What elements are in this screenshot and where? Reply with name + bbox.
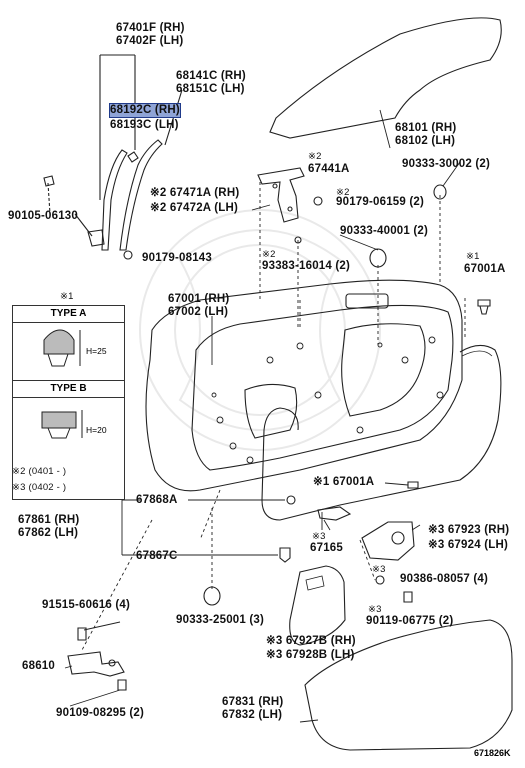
- type-b-clip-icon: [41, 410, 83, 439]
- leader: [47, 182, 51, 215]
- cable-67165: [317, 506, 352, 521]
- door-cutout-2: [244, 383, 298, 439]
- door-cutout: [341, 323, 426, 417]
- note-2: ※2 (0401 - ): [12, 466, 67, 477]
- label-68192[interactable]: 68192C (RH): [109, 103, 181, 118]
- weatherstrip: [261, 344, 502, 521]
- clip-67001A-mid: [407, 481, 419, 489]
- clip: [127, 151, 139, 163]
- label-93383: 93383-16014 (2): [262, 260, 351, 272]
- mark-67001A-top: ※1: [466, 251, 480, 262]
- bolt-90119: [403, 591, 413, 603]
- leader: [164, 89, 183, 146]
- label-90333-30002: 90333-30002 (2): [402, 158, 491, 170]
- label-90333-40001: 90333-40001 (2): [340, 225, 429, 237]
- label-67867C: 67867C: [136, 550, 178, 562]
- label-91515: 91515-60616 (4): [42, 599, 131, 611]
- door-shell: [145, 279, 463, 492]
- note-3: ※3 (0402 - ): [12, 482, 67, 493]
- clip-67868A: [286, 495, 296, 505]
- front-channel: [101, 149, 128, 251]
- door-holes: [211, 336, 444, 464]
- door-check-68610: [67, 651, 125, 677]
- label-67831-67832: 67831 (RH) 67832 (LH): [222, 696, 284, 721]
- legend-mark: ※1: [60, 291, 74, 302]
- pad-67927: [289, 565, 346, 646]
- label-67441: 67441A: [308, 163, 350, 175]
- label-67001A-top: 67001A: [464, 263, 506, 275]
- handle-recess: [345, 293, 389, 309]
- bolt-90109: [117, 679, 127, 691]
- leader-lines: [64, 109, 461, 723]
- legend-type-b: TYPE B: [12, 380, 125, 398]
- door-inner: [191, 304, 454, 471]
- label-90109: 90109-08295 (2): [56, 707, 145, 719]
- type-a-height: H=25: [86, 346, 107, 356]
- bolt-90179: [123, 250, 133, 260]
- door-glass: [269, 17, 502, 139]
- label-90333-25001: 90333-25001 (3): [176, 614, 265, 626]
- label-90179-08143: 90179-08143: [142, 252, 212, 264]
- label-67001-67002: 67001 (RH) 67002 (LH): [168, 293, 230, 318]
- type-a-clip-icon: [43, 329, 81, 367]
- watermark-emblem: [139, 209, 381, 451]
- mark-67441: ※2: [308, 151, 322, 162]
- label-67165: 67165: [310, 542, 343, 554]
- legend-type-a: TYPE A: [12, 305, 125, 323]
- label-67927B: ※3 67927B (RH): [266, 635, 356, 647]
- label-68193: 68193C (LH): [110, 119, 179, 131]
- label-90119: 90119-06775 (2): [366, 615, 454, 627]
- bracket-67441: [257, 167, 305, 223]
- type-b-height: H=20: [86, 425, 107, 435]
- rear-channel: [119, 139, 163, 251]
- label-67924: ※3 67924 (LH): [428, 539, 508, 551]
- clip-67001A: [477, 299, 491, 315]
- dashed-leaders: [81, 182, 466, 651]
- leader: [74, 213, 93, 237]
- bolt-90105: [43, 175, 55, 187]
- label-67868A: 67868A: [136, 494, 178, 506]
- label-67401-67402: 67401F (RH) 67402F (LH): [116, 22, 185, 47]
- clip-67867C: [279, 547, 291, 563]
- label-90179-06159: 90179-06159 (2): [336, 196, 425, 208]
- label-68101-68102: 68101 (RH) 68102 (LH): [395, 122, 457, 147]
- mark-90119: ※3: [368, 604, 382, 615]
- plug-25001: [203, 586, 221, 606]
- bolt-90386: [375, 575, 385, 585]
- label-68141-68151: 68141C (RH) 68151C (LH): [176, 70, 246, 95]
- part-67923: [361, 521, 415, 561]
- mark-90386: ※3: [372, 564, 386, 575]
- label-67928B: ※3 67928B (LH): [266, 649, 355, 661]
- label-67861-67862: 67861 (RH) 67862 (LH): [18, 514, 80, 539]
- mark-93383: ※2: [262, 249, 276, 260]
- mark-90179-06159: ※2: [336, 187, 350, 198]
- plug-30002: [433, 184, 447, 200]
- label-67472: ※2 67472A (LH): [150, 202, 239, 214]
- plug-40001: [369, 248, 387, 268]
- trim-panel-67831: [304, 619, 513, 751]
- nut: [313, 196, 323, 206]
- label-68610: 68610: [22, 660, 55, 672]
- mark-67165: ※3: [312, 531, 326, 542]
- label-67001A-mid: ※1 67001A: [313, 476, 375, 488]
- label-67471: ※2 67471A (RH): [150, 187, 240, 199]
- diagram-code: 671826K: [474, 748, 511, 758]
- label-67923: ※3 67923 (RH): [428, 524, 510, 536]
- channel-bracket: [87, 229, 105, 247]
- label-90105: 90105-06130: [8, 210, 78, 222]
- label-90386: 90386-08057 (4): [400, 573, 489, 585]
- bolt-91515: [77, 627, 87, 641]
